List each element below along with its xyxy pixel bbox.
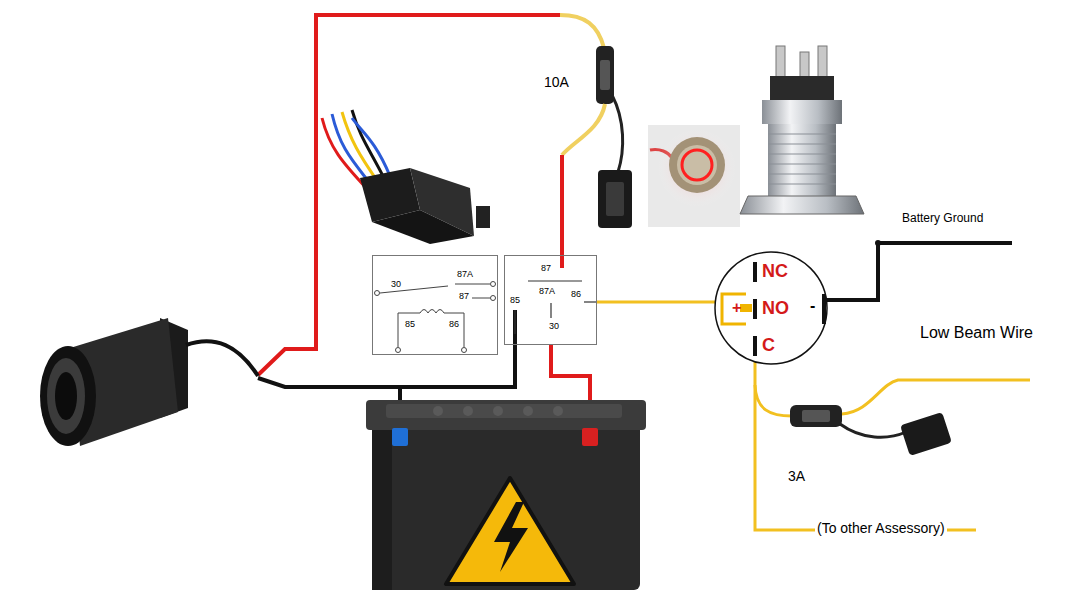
terminal-label: C — [762, 336, 775, 354]
pin-label: 87A — [539, 287, 555, 296]
battery — [366, 400, 646, 590]
wire-joint — [875, 240, 881, 246]
wire-label: (To other Assessory) — [815, 521, 947, 536]
switch-trigger-wire — [597, 301, 715, 304]
relay-schematic-box: 30 87A 87 85 86 — [372, 255, 498, 355]
pin-label: 86 — [571, 290, 581, 299]
fuse-rating: 3A — [788, 469, 805, 484]
terminal-bar — [753, 262, 757, 282]
pin-label: 87 — [541, 264, 551, 273]
pin-label: 85 — [405, 320, 415, 329]
relay-pin-stubs — [515, 281, 597, 334]
pin-label: 30 — [391, 280, 401, 289]
wire-label: Low Beam Wire — [920, 324, 1033, 342]
terminal-bar — [822, 294, 826, 324]
pin-label: 85 — [510, 296, 520, 305]
ground-wire — [826, 243, 1012, 300]
fuse-wire — [560, 15, 604, 48]
terminal-bar — [753, 336, 757, 356]
power-wire — [258, 15, 560, 375]
lighter-socket — [40, 318, 258, 446]
fuse-cap — [598, 170, 632, 228]
fuse-holder — [802, 410, 830, 422]
fuse-holder — [790, 405, 842, 427]
switch-terminal-circle: NC NO C + - — [712, 250, 828, 366]
fuse-holder — [596, 46, 614, 104]
relay-pinout-box: 87 87A 85 86 30 — [504, 255, 597, 345]
fuse-rating: 10A — [544, 75, 569, 90]
switch-photo — [740, 46, 864, 214]
pin-label: 30 — [549, 322, 559, 331]
wire-label: Battery Ground — [902, 212, 983, 225]
terminal-label: NC — [762, 262, 788, 280]
accessory-wire — [755, 362, 976, 530]
fuse-wire — [562, 104, 605, 155]
fuse-cap — [606, 182, 624, 216]
switch-photo — [648, 125, 740, 227]
led-terminal — [740, 304, 752, 312]
switch-outline — [715, 252, 827, 364]
terminal-label: NO — [762, 299, 789, 317]
pin-label: 86 — [449, 320, 459, 329]
relay-schematic — [375, 282, 496, 353]
fuse-strap — [840, 424, 906, 437]
accessory-wire — [755, 385, 792, 416]
terminal-bar — [753, 299, 757, 319]
terminal-label: + — [732, 300, 741, 316]
pin-label: 87 — [459, 292, 469, 301]
fuse-wire — [842, 380, 1030, 414]
pin-label: 87A — [457, 270, 473, 279]
fuse-holder — [600, 60, 610, 90]
terminal-label: - — [810, 298, 815, 314]
fuse-cap — [900, 412, 952, 456]
fuse-strap — [612, 95, 623, 172]
relay-photo — [322, 110, 490, 244]
power-wire — [560, 155, 564, 268]
